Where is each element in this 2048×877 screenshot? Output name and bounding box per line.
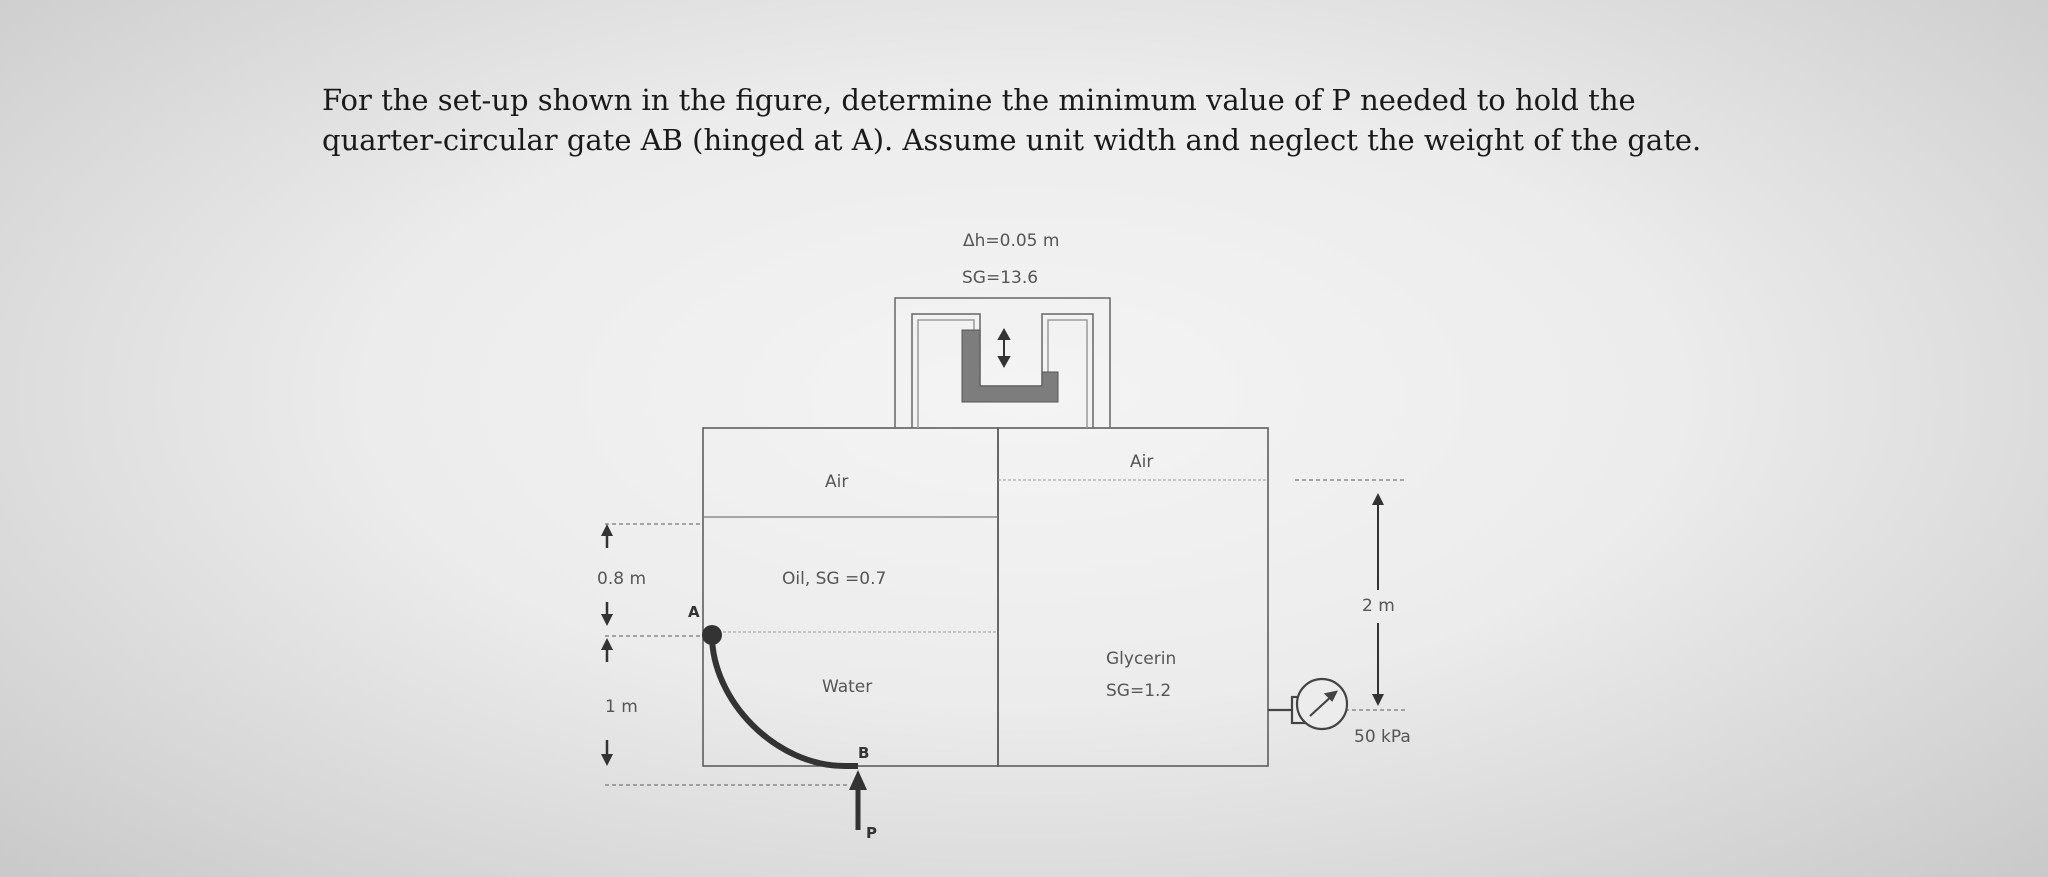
force-p-arrow: [849, 770, 867, 830]
delta-h-arrow: [997, 327, 1011, 369]
dimension-oil-depth: [601, 524, 613, 626]
dim-water-label: 1 m: [605, 697, 638, 717]
force-p-label: P: [866, 824, 877, 842]
point-a-label: A: [688, 603, 700, 621]
tank-right-compartment: [997, 427, 1269, 767]
manometer-sg-label: SG=13.6: [962, 268, 1038, 288]
glycerin-label: Glycerin: [1106, 649, 1176, 669]
pressure-gauge-icon: [1268, 677, 1349, 731]
air-right-label: Air: [1130, 452, 1153, 472]
dim-oil-label: 0.8 m: [597, 569, 646, 589]
point-b-label: B: [858, 744, 869, 762]
manometer-dh-label: Δh=0.05 m: [963, 231, 1059, 251]
dim-glycerin-label: 2 m: [1362, 596, 1395, 616]
problem-statement: For the set-up shown in the figure, dete…: [322, 83, 1702, 157]
dimension-water-depth: [601, 638, 613, 766]
oil-label: Oil, SG =0.7: [782, 569, 886, 589]
air-left-label: Air: [825, 472, 848, 492]
hinge-a: [702, 625, 722, 645]
dimension-glycerin-depth: [1372, 493, 1384, 706]
gauge-reading-label: 50 kPa: [1354, 727, 1411, 747]
gate-ab: [709, 634, 858, 769]
glycerin-sg-label: SG=1.2: [1106, 681, 1171, 701]
mercury-column: [961, 329, 1059, 403]
water-label: Water: [822, 677, 872, 697]
